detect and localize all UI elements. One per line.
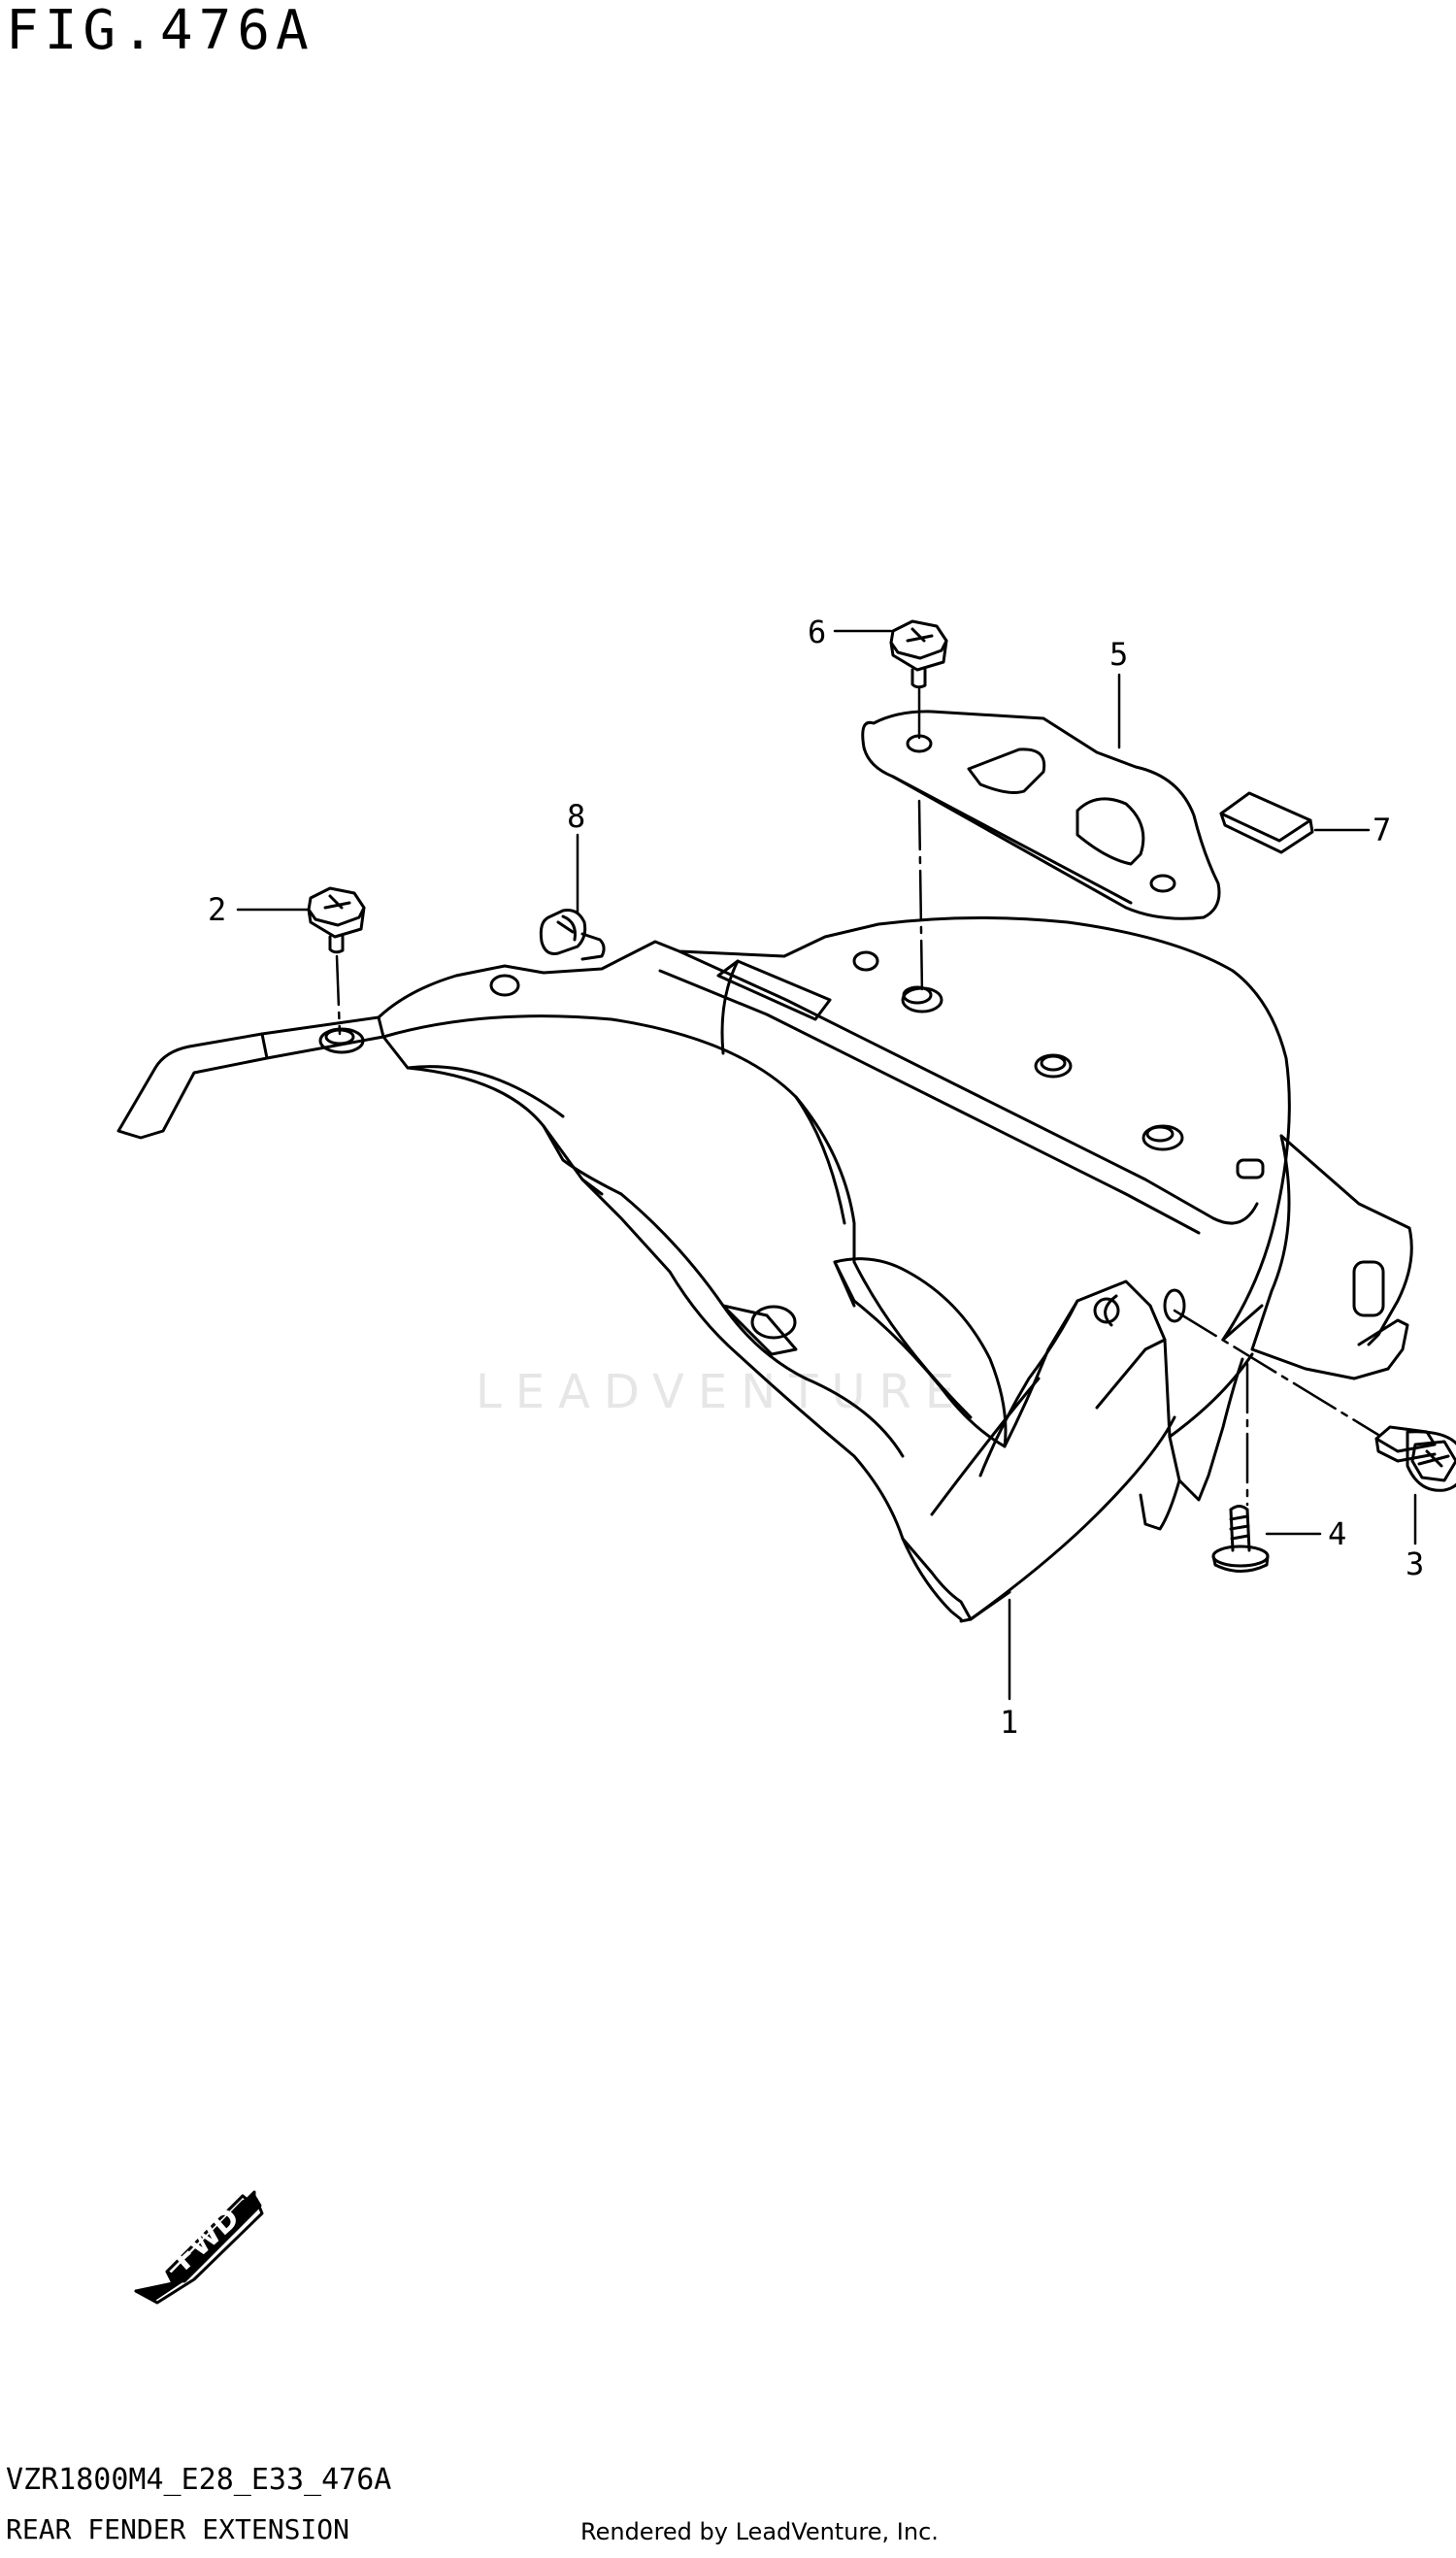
callout-8: 8 <box>567 798 585 835</box>
part-2-bolt <box>307 886 366 954</box>
fender-mounting-holes <box>318 950 1385 1340</box>
callout-5: 5 <box>1109 636 1128 673</box>
fwd-direction-arrow: FWD <box>134 2190 264 2305</box>
render-credit: Rendered by LeadVenture, Inc. <box>580 2518 939 2545</box>
figure-title: FIG.476A <box>6 0 314 62</box>
callout-3: 3 <box>1406 1545 1424 1582</box>
callout-1: 1 <box>1000 1704 1018 1741</box>
callout-4: 4 <box>1328 1515 1346 1552</box>
part-6-bolt <box>889 619 948 689</box>
callout-7: 7 <box>1373 812 1391 848</box>
assembly-guide-lines <box>335 687 1380 1507</box>
model-code: VZR1800M4_E28_E33_476A <box>6 2463 392 2497</box>
part-4-screw <box>1211 1505 1270 1573</box>
assembly-name: REAR FENDER EXTENSION <box>6 2513 350 2545</box>
callout-leaders <box>236 629 1417 1701</box>
part-5-bracket-plate <box>861 710 1221 920</box>
part-1-rear-fender-extension <box>116 915 1413 1623</box>
part-7-cushion-pad <box>1219 791 1314 854</box>
callout-2: 2 <box>208 891 226 928</box>
watermark-text: LEADVENTURE <box>476 1365 968 1419</box>
part-3-bolt-with-washer <box>1374 1425 1456 1492</box>
callout-6: 6 <box>808 614 826 650</box>
part-8-bolt <box>539 909 606 961</box>
